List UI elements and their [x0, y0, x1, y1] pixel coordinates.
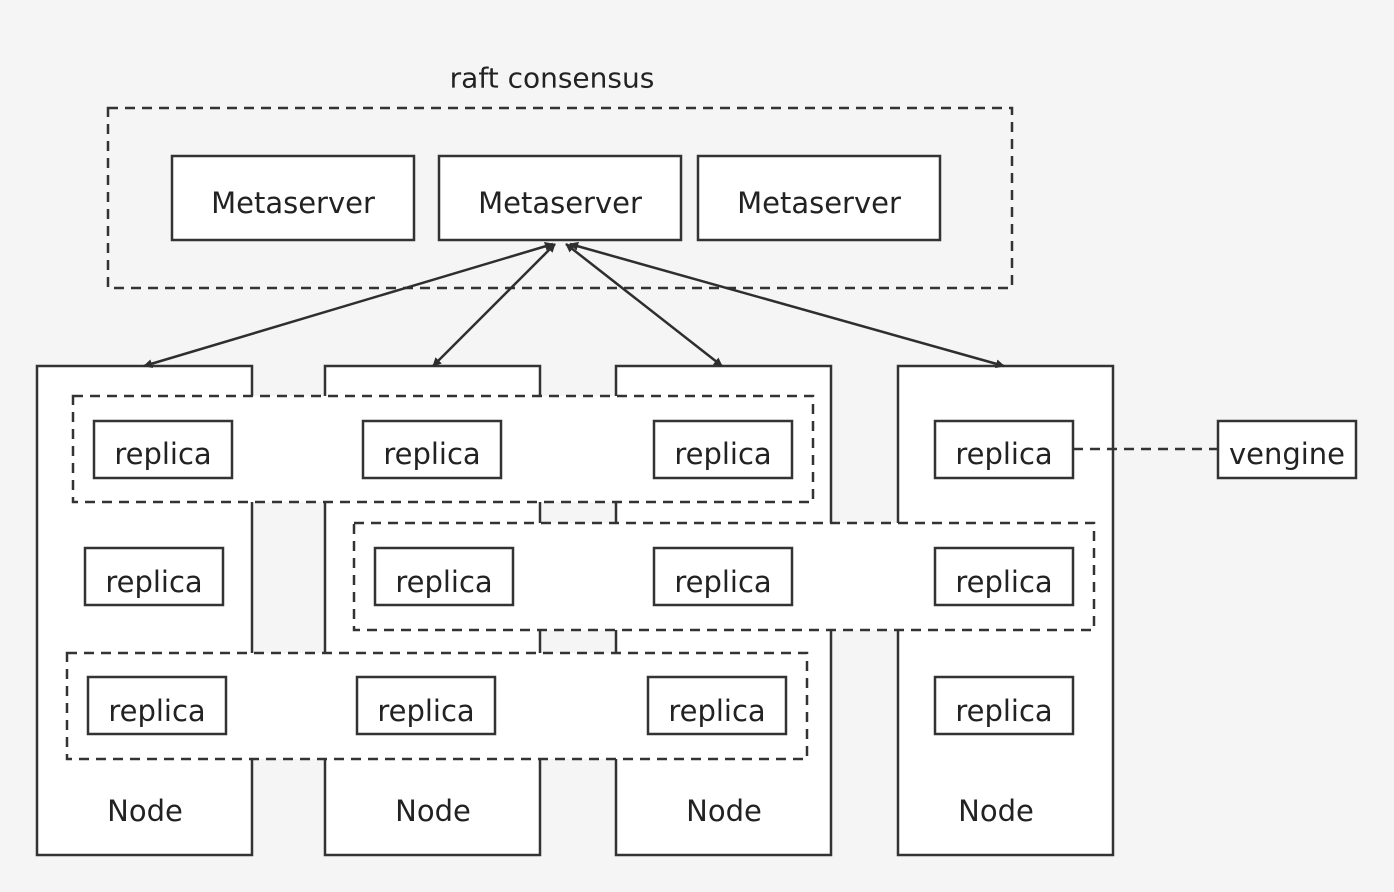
replica-r2-node1: replica	[83, 546, 225, 607]
replica-label: replica	[955, 437, 1052, 471]
arrow-meta-node-4	[569, 241, 1005, 369]
replica-label: replica	[955, 565, 1052, 599]
node-4-label: Node	[958, 794, 1034, 828]
replica-r3-node1: replica	[86, 675, 228, 736]
replica-label: replica	[108, 694, 205, 728]
raft-consensus-title: raft consensus	[450, 62, 655, 95]
metaserver-2-label: Metaserver	[478, 186, 642, 220]
replica-r3-node3: replica	[646, 675, 788, 736]
replica-r2-node3: replica	[652, 546, 794, 607]
metaserver-3: Metaserver	[696, 154, 942, 242]
vengine-box: vengine	[1216, 419, 1358, 480]
replica-label: replica	[114, 437, 211, 471]
metaserver-3-label: Metaserver	[737, 186, 901, 220]
replica-label: replica	[105, 565, 202, 599]
arrow-meta-node-1	[143, 242, 554, 368]
replica-label: replica	[383, 437, 480, 471]
vengine-label: vengine	[1229, 437, 1345, 471]
replica-label: replica	[674, 437, 771, 471]
replica-label: replica	[395, 565, 492, 599]
metaserver-1: Metaserver	[170, 154, 416, 242]
replica-label: replica	[668, 694, 765, 728]
replica-label: replica	[674, 565, 771, 599]
metaserver-2: Metaserver	[437, 154, 683, 242]
arrow-meta-node-2	[432, 243, 556, 367]
replica-r1-node2: replica	[361, 419, 503, 480]
replica-label: replica	[955, 694, 1052, 728]
replica-r2-node2: replica	[373, 546, 515, 607]
metaserver-1-label: Metaserver	[211, 186, 375, 220]
replica-r3-node2: replica	[355, 675, 497, 736]
raft-consensus-group	[106, 106, 1014, 290]
replica-label: replica	[377, 694, 474, 728]
replica-r3-node4: replica	[933, 675, 1075, 736]
replica-r1-node1: replica	[92, 419, 234, 480]
arrow-meta-node-3	[565, 243, 723, 367]
node-3-label: Node	[686, 794, 762, 828]
replica-r1-node3: replica	[652, 419, 794, 480]
node-1-label: Node	[107, 794, 183, 828]
replica-r2-node4: replica	[933, 546, 1075, 607]
node-2-label: Node	[395, 794, 471, 828]
replica-r1-node4: replica	[933, 419, 1075, 480]
